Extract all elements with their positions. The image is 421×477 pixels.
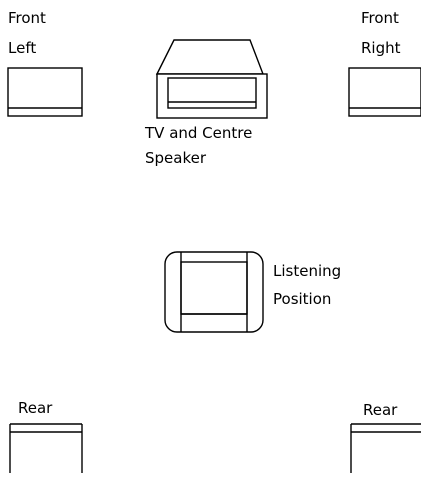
front-left-speaker: [7, 67, 83, 117]
front-right-label-line2: Right: [361, 39, 401, 57]
tv-and-centre-speaker: [155, 39, 268, 119]
front-right-label-line1: Front: [361, 9, 399, 27]
listening-label-line1: Listening: [273, 262, 341, 280]
rear-left-label: Rear: [18, 399, 53, 417]
rear-left-speaker: [9, 423, 83, 473]
front-right-speaker: [348, 67, 421, 117]
front-left-label-line2: Left: [8, 39, 36, 57]
listening-label-line2: Position: [273, 290, 331, 308]
tv-label-line2: Speaker: [145, 149, 207, 167]
rear-right-speaker: [350, 423, 421, 473]
listening-position-chair: [164, 251, 264, 333]
rear-right-label: Rear: [363, 401, 398, 419]
tv-label-line1: TV and Centre: [144, 124, 252, 142]
front-left-label-line1: Front: [8, 9, 46, 27]
